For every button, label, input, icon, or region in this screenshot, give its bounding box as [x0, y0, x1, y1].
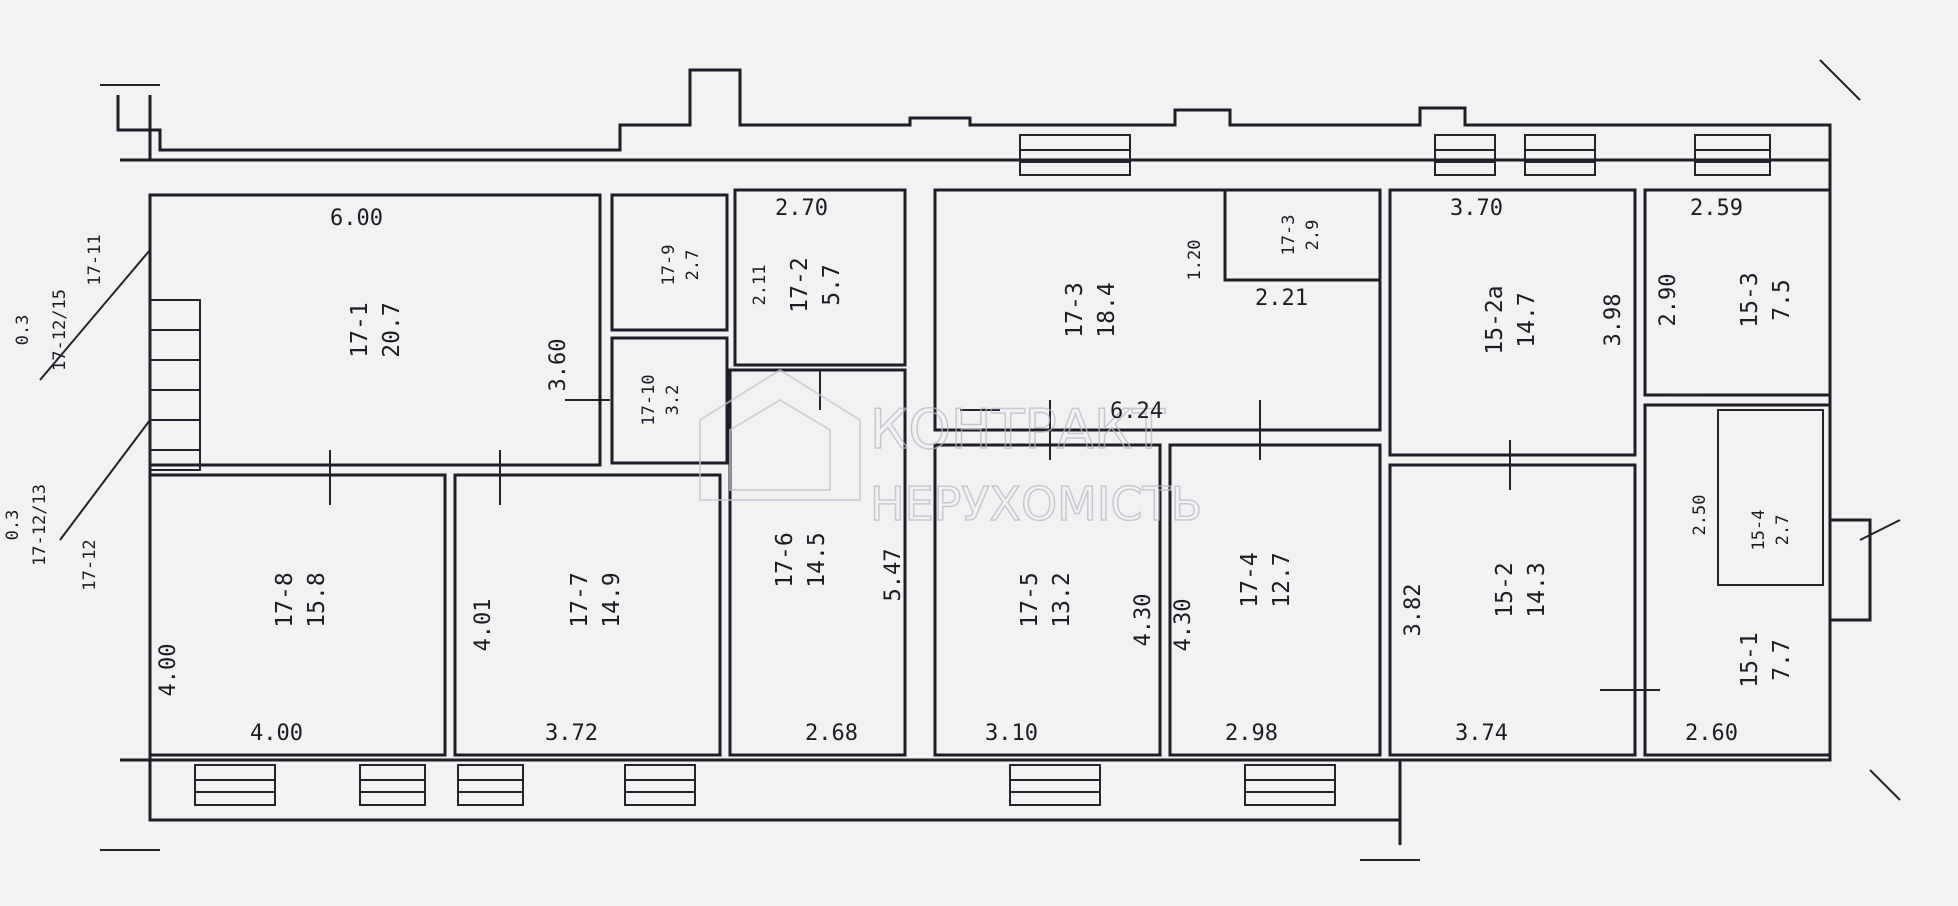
plan-label: 20.7 [379, 302, 405, 357]
dim-top-2: 2.70 [775, 196, 828, 221]
note-stair-5: 0.3 [3, 510, 23, 541]
note-stair-3: 17-11 [85, 234, 105, 285]
dim-bot-6: 3.74 [1455, 721, 1508, 746]
plan-label: 17-6 [772, 532, 798, 587]
dim-top-4: 2.59 [1690, 196, 1743, 221]
plan-label: 17-3 [1062, 282, 1088, 337]
plan-label: 2.7 [1773, 515, 1793, 546]
note-stair-6: 17-12 [80, 539, 100, 590]
plan-label: 17-2 [787, 257, 813, 312]
plan-label: 14.9 [599, 572, 625, 627]
door-marks [329, 370, 1700, 691]
room-label-15-3: 15-3 7.5 [1737, 272, 1795, 327]
house-icon [699, 368, 861, 501]
dim-bot-3: 2.68 [805, 721, 858, 746]
plan-label: 17-10 [639, 374, 659, 425]
plan-label: 13.2 [1049, 572, 1075, 627]
dim-top-1: 6.00 [330, 206, 383, 231]
plan-label: 15-2 [1492, 562, 1518, 617]
plan-label: 14.5 [804, 532, 830, 587]
dim-h-4: 4.30 [1131, 594, 1156, 647]
dim-mid-1: 3.60 [546, 339, 571, 392]
dim-bot-7: 2.60 [1685, 721, 1738, 746]
windows [194, 134, 1771, 806]
plan-label: 15-1 [1737, 632, 1763, 687]
room-label-15-2a: 15-2а 14.7 [1482, 285, 1540, 354]
plan-label: 5.7 [819, 264, 845, 306]
watermark-line1: КОНТРАКТ [870, 398, 1166, 461]
plan-label: 17-8 [272, 572, 298, 627]
plan-label: 2.7 [683, 250, 703, 281]
room-label-3: 17-3 18.4 [1062, 282, 1120, 337]
note-stair-1: 17-12/15 [50, 289, 70, 371]
room-label-10: 17-10 3.2 [639, 374, 683, 425]
room-label-5: 17-5 13.2 [1017, 572, 1075, 627]
watermark-line2: НЕРУХОМІСТЬ [870, 477, 1202, 531]
room-label-15-1: 15-1 7.7 [1737, 632, 1795, 687]
dim-mid-6: 3.98 [1601, 294, 1626, 347]
dim-h-3: 5.47 [881, 549, 906, 602]
dim-bot-5: 2.98 [1225, 721, 1278, 746]
room-label-4: 17-4 12.7 [1237, 552, 1295, 607]
plan-label: 7.7 [1769, 639, 1795, 681]
dim-h-5: 4.30 [1171, 599, 1196, 652]
dim-bot-2: 3.72 [545, 721, 598, 746]
room-label-3a: 17-3 2.9 [1279, 215, 1323, 256]
dim-mid-8: 2.50 [1690, 495, 1710, 536]
room-label-15-4: 15-4 2.7 [1749, 510, 1793, 551]
dim-h-6: 3.82 [1401, 584, 1426, 637]
dim-mid-7: 2.90 [1656, 274, 1681, 327]
plan-label: 3.2 [663, 385, 683, 416]
plan-label: 7.5 [1769, 279, 1795, 321]
plan-label: 18.4 [1094, 282, 1120, 337]
note-stair-4: 17-12/13 [30, 484, 50, 566]
room-label-2: 17-2 5.7 [787, 257, 845, 312]
dim-mid-5: 2.11 [750, 265, 770, 306]
dim-h-1: 4.00 [156, 644, 181, 697]
plan-label: 2.9 [1303, 220, 1323, 251]
room-label-8: 17-8 15.8 [272, 572, 330, 627]
plan-label: 17-4 [1237, 552, 1263, 607]
plan-label: 14.7 [1514, 292, 1540, 347]
room-label-6: 17-6 14.5 [772, 532, 830, 587]
staircase [39, 249, 201, 541]
rooms-outline [148, 188, 1832, 757]
plan-label: 17-7 [567, 572, 593, 627]
plan-label: 15.8 [304, 572, 330, 627]
plan-label: 15-4 [1749, 510, 1769, 551]
room-label-7: 17-7 14.9 [567, 572, 625, 627]
dim-mid-2: 6.24 [1110, 399, 1163, 424]
plan-label: 17-1 [347, 302, 373, 357]
dim-h-2: 4.01 [471, 599, 496, 652]
dim-mid-3: 2.21 [1255, 286, 1308, 311]
room-label-15-2: 15-2 14.3 [1492, 562, 1550, 617]
plan-label: 15-3 [1737, 272, 1763, 327]
plan-label: 17-5 [1017, 572, 1043, 627]
plan-label: 15-2а [1482, 285, 1508, 354]
room-labels: 17-1 20.7 17-8 15.8 17-7 14.9 17-6 14.5 … [272, 215, 1795, 688]
watermark: КОНТРАКТ НЕРУХОМІСТЬ [699, 368, 1203, 532]
plan-label: 17-3 [1279, 215, 1299, 256]
plan-label: 12.7 [1269, 552, 1295, 607]
side-notes: 17-12/15 0.3 17-11 17-12/13 0.3 17-12 [3, 234, 105, 590]
room-label-1: 17-1 20.7 [347, 302, 405, 357]
dimension-labels: 6.00 2.70 3.70 2.59 3.60 6.24 2.21 1.20 … [156, 196, 1743, 746]
note-stair-2: 0.3 [13, 315, 33, 346]
room-label-9: 17-9 2.7 [659, 245, 703, 286]
plan-label: 17-9 [659, 245, 679, 286]
dim-top-3: 3.70 [1450, 196, 1503, 221]
dim-mid-4: 1.20 [1185, 240, 1205, 281]
plan-label: 14.3 [1524, 562, 1550, 617]
dim-bot-1: 4.00 [250, 721, 303, 746]
dim-bot-4: 3.10 [985, 721, 1038, 746]
